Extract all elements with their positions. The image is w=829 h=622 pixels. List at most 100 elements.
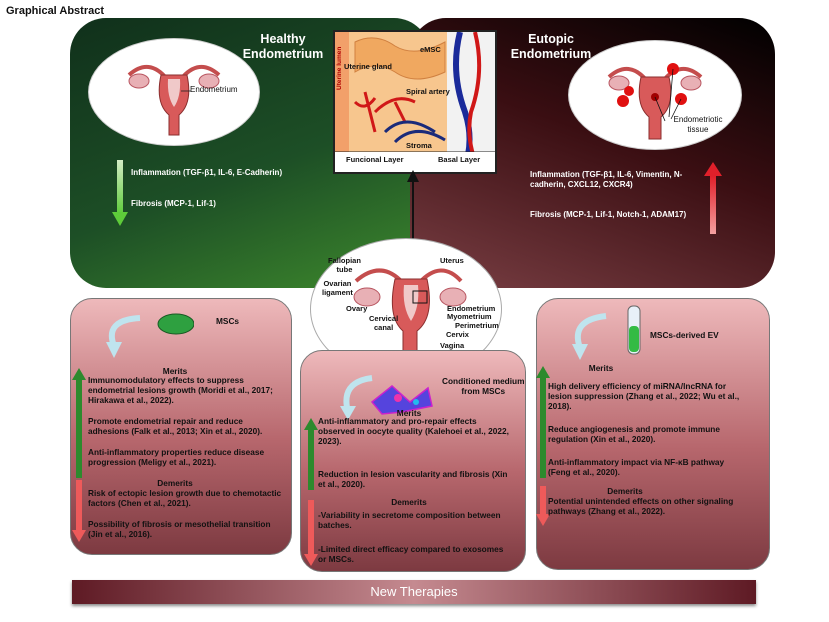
label-cervix: Cervix xyxy=(446,330,469,339)
ev-merit-1b: lesion suppression (Zhang et al., 2022; … xyxy=(548,391,740,401)
zoom-up-arrow xyxy=(407,170,419,290)
cm-merit-1: Anti-inflammatory and pro-repair effects… xyxy=(318,416,509,446)
cm-demerit-1: -Variability in secretome composition be… xyxy=(318,510,501,530)
mscs-demerits-arrow xyxy=(72,480,86,542)
mscs-merits-arrow xyxy=(72,368,86,478)
ev-merit-2b: regulation (Xin et al., 2020). xyxy=(548,434,656,444)
mscs-demerit-2a: Possibility of fibrosis or mesothelial t… xyxy=(88,519,271,529)
healthy-title-line1: Healthy xyxy=(260,32,306,46)
eutopic-fibrosis: Fibrosis (MCP-1, Lif-1, Notch-1, ADAM17) xyxy=(530,210,687,219)
healthy-fibrosis: Fibrosis (MCP-1, Lif-1) xyxy=(131,199,216,208)
ev-merit-3b: (Feng et al., 2020). xyxy=(548,467,620,477)
label-ovarian-ligament: Ovarian ligament xyxy=(322,279,353,297)
cm-merit-1c: 2023). xyxy=(318,436,342,446)
conditioned-medium-title: Conditioned medium from MSCs xyxy=(442,376,525,396)
eutopic-up-arrow xyxy=(704,162,722,234)
eutopic-organ-label: Endometriotic tissue xyxy=(668,115,728,135)
ev-demerit-1a: Potential unintended effects on other si… xyxy=(548,496,734,506)
mscs-box xyxy=(70,298,292,555)
ev-merit-1a: High delivery efficiency of miRNA/lncRNA… xyxy=(548,381,727,391)
eutopic-inflammation: Inflammation (TGF-β1, IL-6, Vimentin, N-… xyxy=(530,170,682,190)
mscs-demerit-1a: Risk of ectopic lesion growth due to che… xyxy=(88,488,282,498)
label-vagina: Vagina xyxy=(440,341,465,350)
cm-merit-1b: observed in oocyte quality (Kalehoei et … xyxy=(318,426,509,436)
cm-merit-2: Reduction in lesion vascularity and fibr… xyxy=(318,469,507,489)
ev-demerits-arrow xyxy=(536,486,550,526)
ev-demerit-1: Potential unintended effects on other si… xyxy=(548,496,733,516)
label-uterus: Uterus xyxy=(440,256,464,265)
mscs-ev-title: MSCs-derived EV xyxy=(650,330,719,340)
eutopic-inflammation-line2: cadherin, CXCL12, CXCR4) xyxy=(530,180,633,189)
cm-merits-title: Merits xyxy=(396,408,422,418)
label-fallopian-tube: Fallopian tube xyxy=(328,256,361,274)
healthy-title-line2: Endometrium xyxy=(242,47,324,61)
cm-demerit-1a: -Variability in secretome composition be… xyxy=(318,510,501,520)
eutopic-uterus-oval xyxy=(568,40,742,150)
graphical-abstract-title: Graphical Abstract xyxy=(6,5,105,17)
mscs-merit-3: Anti-inflammatory properties reduce dise… xyxy=(88,447,264,467)
ev-merits-arrow xyxy=(536,366,550,478)
cm-demerit-2b: or MSCs. xyxy=(318,554,354,564)
mscs-merit-1: Immunomodulatory effects to suppress end… xyxy=(88,375,273,405)
mscs-ev-illustration xyxy=(572,305,641,360)
eutopic-uterus-illustration xyxy=(607,63,703,140)
healthy-uterus-illustration xyxy=(127,65,221,136)
ev-merit-1: High delivery efficiency of miRNA/lncRNA… xyxy=(548,381,739,411)
endometrium-tissue-diagram xyxy=(333,30,497,174)
ev-merits-title: Merits xyxy=(588,363,614,373)
healthy-down-arrow xyxy=(112,160,128,226)
mscs-merit-1c: Hirakawa et al., 2022). xyxy=(88,395,174,405)
cm-demerit-1b: batches. xyxy=(318,520,352,530)
eutopic-organ-label-line1: Endometriotic xyxy=(673,115,723,124)
conditioned-medium-title-1: Conditioned medium xyxy=(442,376,525,386)
mscs-demerit-2: Possibility of fibrosis or mesothelial t… xyxy=(88,519,271,539)
label-cervical-line2: canal xyxy=(374,323,394,332)
label-fallopian-line2: tube xyxy=(336,265,353,274)
label-cervical-line1: Cervical xyxy=(369,314,399,323)
conditioned-medium-box xyxy=(300,350,526,572)
mscs-title: MSCs xyxy=(216,316,240,326)
label-myometrium: Myometrium xyxy=(447,312,492,321)
ev-merit-1c: 2018). xyxy=(548,401,572,411)
healthy-inflammation: Inflammation (TGF-β1, IL-6, E-Cadherin) xyxy=(131,168,283,177)
new-therapies-bar: New Therapies xyxy=(72,580,756,604)
label-cervical-canal: Cervical canal xyxy=(369,314,398,332)
mscs-demerit-1: Risk of ectopic lesion growth due to che… xyxy=(88,488,281,508)
healthy-organ-label: Endometrium xyxy=(190,85,238,94)
tissue-spiral-artery-label: Spiral artery xyxy=(406,87,450,96)
cm-merit-1a: Anti-inflammatory and pro-repair effects xyxy=(318,416,477,426)
mscs-merit-3b: progression (Meligy et al., 2021). xyxy=(88,457,217,467)
cm-merit-2a: Reduction in lesion vascularity and fibr… xyxy=(318,469,508,479)
mscs-ev-box xyxy=(536,298,770,570)
uterus-anatomy-illustration xyxy=(353,268,467,358)
ev-merit-2a: Reduce angiogenesis and promote immune xyxy=(548,424,720,434)
ev-merit-2: Reduce angiogenesis and promote immune r… xyxy=(548,424,720,444)
mscs-merit-1a: Immunomodulatory effects to suppress xyxy=(88,375,244,385)
label-perimetrium: Perimetrium xyxy=(455,321,499,330)
mscs-merit-2: Promote endometrial repair and reduce ad… xyxy=(88,416,262,436)
mscs-merit-1b: endometrial lesions growth (Moridi et al… xyxy=(88,385,273,395)
ev-demerits-title: Demerits xyxy=(607,486,643,496)
eutopic-organ-label-line2: tissue xyxy=(687,125,709,134)
mscs-demerits-title: Demerits xyxy=(157,478,193,488)
cm-merits-arrow xyxy=(304,418,318,490)
mscs-demerit-1b: factors (Chen et al., 2021). xyxy=(88,498,191,508)
label-ovarian-line1: Ovarian xyxy=(323,279,352,288)
conditioned-medium-illustration xyxy=(340,375,433,420)
mscs-illustration xyxy=(106,313,194,358)
eutopic-inflammation-line1: Inflammation (TGF-β1, IL-6, Vimentin, N- xyxy=(530,170,683,179)
cm-demerit-2a: -Limited direct efficacy compared to exo… xyxy=(318,544,504,554)
mscs-demerit-2b: (Jin et al., 2016). xyxy=(88,529,153,539)
eutopic-title-line2: Endometrium xyxy=(510,47,592,61)
label-ovary: Ovary xyxy=(346,304,368,313)
cm-merit-2b: et al., 2020). xyxy=(318,479,366,489)
cm-demerit-2: -Limited direct efficacy compared to exo… xyxy=(318,544,503,564)
ev-merit-3: Anti-inflammatory impact via NF-κB pathw… xyxy=(548,457,724,477)
mscs-merit-2a: Promote endometrial repair and reduce xyxy=(88,416,243,426)
label-endometrium: Endometrium xyxy=(447,304,496,313)
healthy-title: Healthy Endometrium xyxy=(228,32,338,62)
mscs-merit-2b: adhesions (Falk et al., 2013; Xin et al.… xyxy=(88,426,263,436)
tissue-stroma-label: Stroma xyxy=(406,141,432,150)
new-therapies-label: New Therapies xyxy=(370,584,458,599)
tissue-emsc-label: eMSC xyxy=(420,45,441,54)
